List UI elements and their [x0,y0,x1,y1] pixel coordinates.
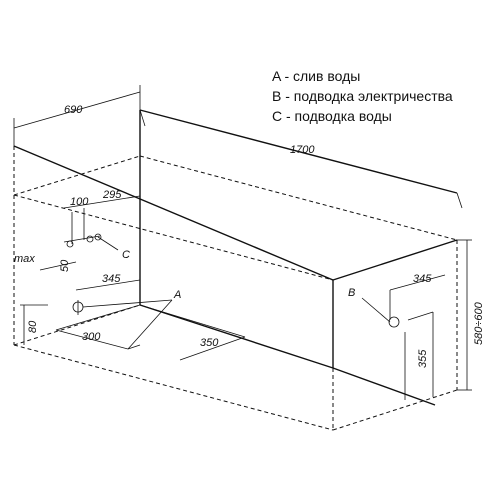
marker-b: B [348,287,355,299]
legend-drain: A - слив воды [272,68,361,84]
dim-c-345: 345 [75,273,141,291]
dim-drain-80-label: 80 [27,320,39,333]
marker-c: C [122,249,130,261]
dim-height-label: 580÷600 [473,301,485,345]
legend: A - слив воды B - подводка электричества… [272,66,453,126]
dim-c-100: 100 [70,196,89,208]
dim-drain-80: 80 [20,304,48,345]
dim-height: 580÷600 [457,239,485,391]
dim-c-50: 50 [59,259,71,272]
dim-b-355: 355 [417,349,429,368]
hidden-edges [13,146,458,431]
legend-electric: B - подводка электричества [272,88,453,104]
dim-drain-300: 300 [82,331,101,343]
electric-b: 345 355 B [348,273,446,400]
dim-c-295: 295 [102,189,122,201]
marker-a: A [173,289,181,301]
dim-width: 690 [13,85,141,146]
dim-length-label: 1700 [290,144,315,156]
dim-c-345-label: 345 [102,273,121,285]
legend-water: C - подводка воды [272,108,392,124]
dim-b-345: 345 [413,273,432,285]
bathtub-outline [13,109,458,406]
dim-length: 1700 [139,109,463,209]
dim-max-label: max [14,253,35,265]
drain-a: 300 350 A [55,289,246,361]
water-supply-c: 100 295 max 50 C [14,189,141,272]
dim-drain-350: 350 [200,337,219,349]
dim-width-label: 690 [64,104,83,116]
